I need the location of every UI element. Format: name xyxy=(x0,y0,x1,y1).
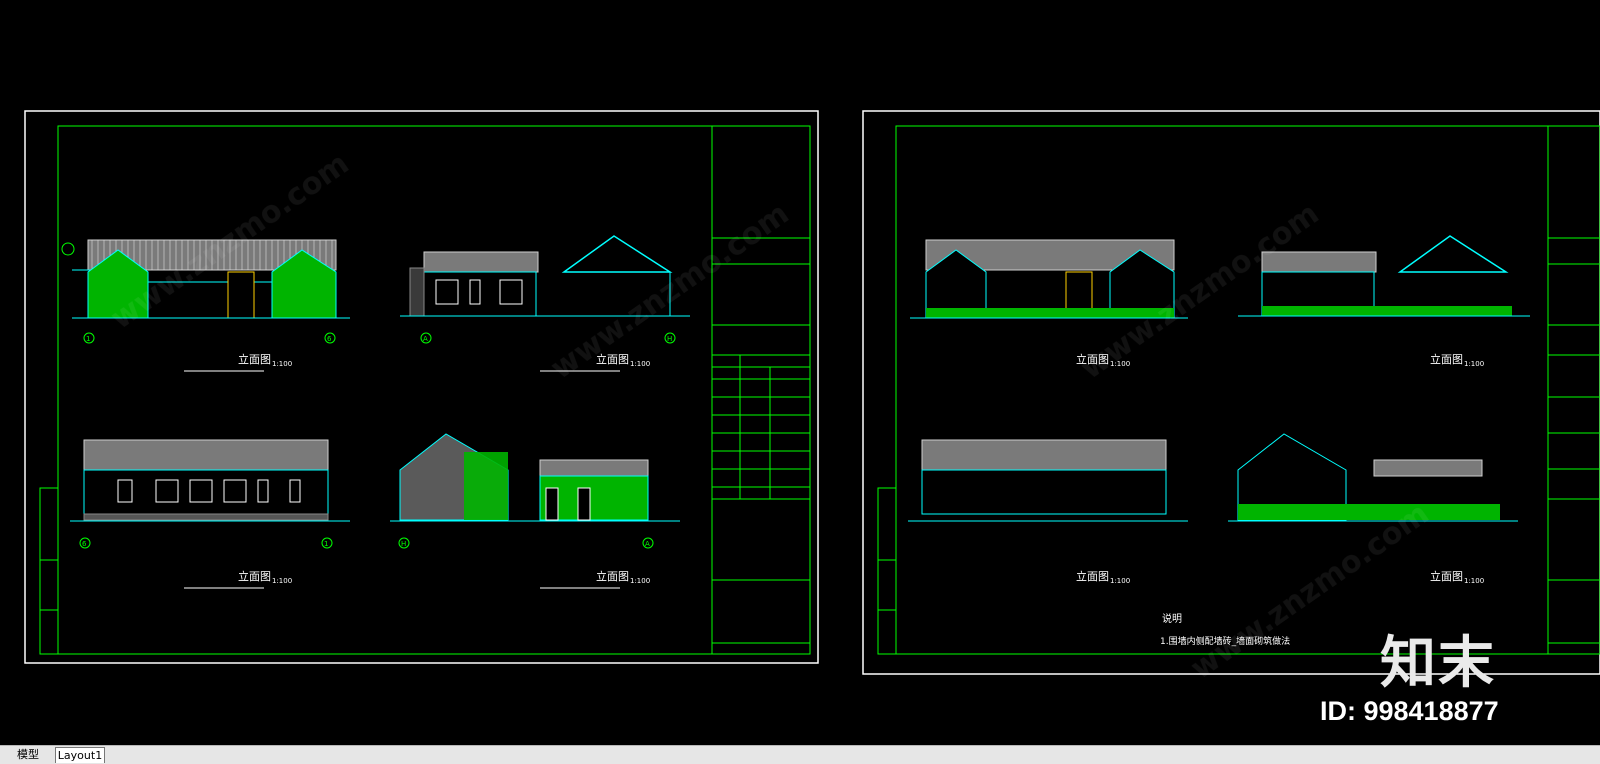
view-scale: 1:100 xyxy=(1464,577,1484,585)
axis-label: H xyxy=(667,335,672,343)
view-title: 立面图 xyxy=(596,352,629,366)
elevation-1-6: 1 6 xyxy=(61,239,350,344)
brand-id: ID: 998418877 xyxy=(1320,696,1499,726)
elevation-a-h: A H xyxy=(400,235,690,344)
view-scale: 1:100 xyxy=(272,360,292,368)
view-title: 立面图 xyxy=(1430,352,1463,366)
title-block-left xyxy=(712,237,810,644)
tab-layout1[interactable]: Layout1 xyxy=(55,747,105,763)
sheet-left: 1 6 A H xyxy=(24,110,819,664)
sheet-right: 立面图 1:100 立面图 1:100 立面图 1:100 立面图 1:100 … xyxy=(862,110,1600,675)
notes-title: 说明 xyxy=(1162,612,1182,625)
view-scale: 1:100 xyxy=(1110,360,1130,368)
view-title: 立面图 xyxy=(238,569,271,583)
axis-label: 1 xyxy=(86,335,90,343)
layout-tab-bar: 模型 Layout1 xyxy=(0,745,1600,764)
axis-label: 1 xyxy=(324,540,328,548)
view-scale: 1:100 xyxy=(272,577,292,585)
view-scale: 1:100 xyxy=(630,577,650,585)
view-title: 立面图 xyxy=(596,569,629,583)
axis-label: A xyxy=(423,335,428,343)
axis-label: 6 xyxy=(327,335,332,343)
view-scale: 1:100 xyxy=(1110,577,1130,585)
view-title: 立面图 xyxy=(1076,352,1109,366)
axis-label: H xyxy=(401,540,406,548)
elevation-h-a: H A xyxy=(390,433,680,549)
elevation-6-1: 6 1 xyxy=(70,439,350,549)
view-title: 立面图 xyxy=(1430,569,1463,583)
notes-line: 1.围墙内侧配墙砖_墙面砌筑做法 xyxy=(1160,635,1290,647)
brand-logo: 知末 xyxy=(1380,631,1496,696)
brand-watermark: 知末 ID: 998418877 xyxy=(1320,618,1590,738)
view-scale: 1:100 xyxy=(1464,360,1484,368)
axis-label: A xyxy=(645,540,650,548)
view-title: 立面图 xyxy=(238,352,271,366)
svg-text:www.znzmo.com: www.znzmo.com xyxy=(545,196,796,386)
drawing-canvas[interactable]: 1 6 A H xyxy=(0,0,1600,740)
tab-model[interactable]: 模型 xyxy=(17,748,39,761)
view-scale: 1:100 xyxy=(630,360,650,368)
axis-label: 6 xyxy=(82,540,87,548)
view-title: 立面图 xyxy=(1076,569,1109,583)
